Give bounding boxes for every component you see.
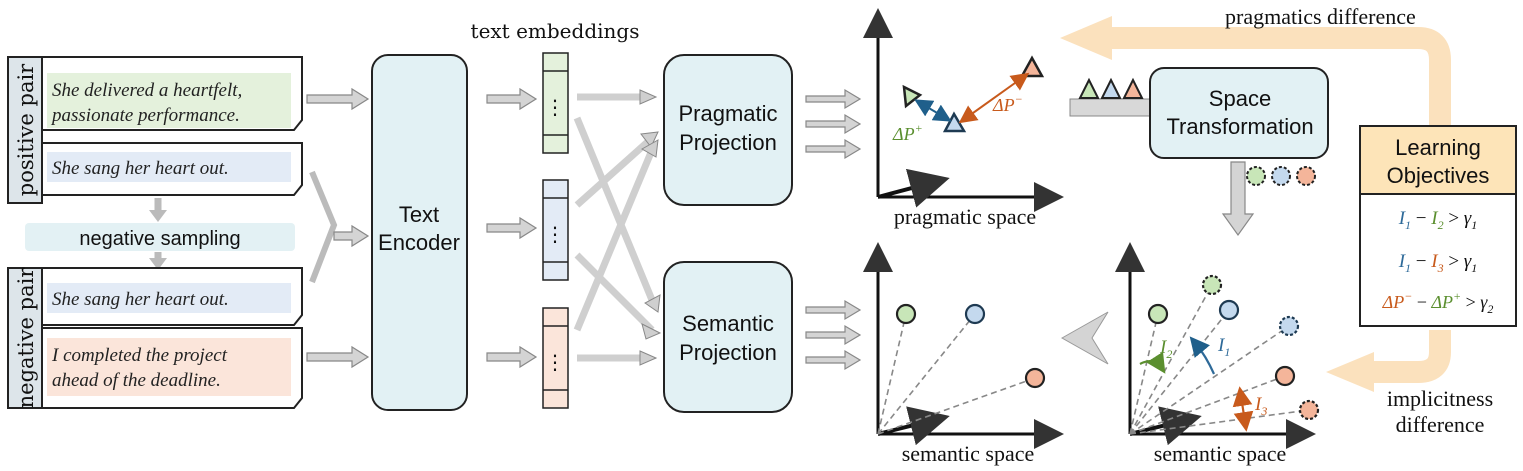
transformation-down-arrow [1221, 161, 1255, 237]
learning-objectives-panel: Learning Objectives I1 − I2 > γ1 I1 − I3… [1359, 125, 1517, 327]
embedding-orange: ⋮ [542, 307, 569, 409]
pragmatic-space-plot: ΔP+ ΔP− [863, 8, 1064, 212]
angle-arc-i2 [1139, 351, 1166, 374]
pragmatic-triangles-feed [1069, 77, 1153, 117]
text-encoder-label-2: Encoder [378, 230, 460, 255]
semantic2-point-green-shifted [1201, 274, 1223, 296]
svg-text:⋮: ⋮ [545, 97, 565, 119]
sentence-4-line-2: ahead of the deadline. [52, 370, 221, 391]
space-transformation-box [1149, 67, 1329, 159]
pragmatics-feedback-arrow [1060, 16, 1451, 150]
angle-label-i2: I2 [1159, 337, 1172, 361]
projection-output-arrows [805, 88, 862, 371]
sentence-highlight-3 [47, 283, 291, 313]
embedding-blue: ⋮ [542, 179, 569, 281]
pragmatics-difference-label: pragmatics difference [1225, 4, 1416, 29]
semantic-point-green [895, 303, 917, 325]
angle-arc-i1 [1189, 336, 1216, 375]
negative-pair-label: negative pair [14, 267, 38, 409]
positive-pair-group: positive pair She delivered a heartfelt,… [7, 56, 303, 204]
pragmatic-point-blue [942, 111, 967, 133]
semantic2-point-orange-shifted [1298, 399, 1320, 421]
sentence-1-line-2: passionate performance. [50, 105, 240, 126]
positive-pair-label: positive pair [14, 63, 38, 196]
text-encoder-label-1: Text [399, 202, 439, 227]
semantic-projection-box [663, 261, 793, 413]
negative-sampling-label: negative sampling [79, 228, 240, 250]
objective-equation-3: ΔP− − ΔP+ > γ2 [1382, 289, 1494, 316]
sentence-to-encoder-arrows [306, 87, 370, 369]
sentence-4-line-1: I completed the project [51, 345, 228, 366]
embedding-to-projection-arrows [573, 89, 662, 366]
encoder-to-embedding-arrows [486, 87, 538, 369]
pragmatic-projection-label-1: Pragmatic [678, 101, 777, 126]
semantic-point-blue [964, 303, 986, 325]
sentence-3: She sang her heart out. [52, 289, 229, 310]
angle-arc-i3 [1232, 386, 1254, 432]
sentence-highlight-2 [47, 152, 291, 182]
angle-label-i3: I3 [1254, 394, 1267, 418]
sentence-highlight-1 [47, 73, 291, 128]
learning-objectives-title-2: Objectives [1387, 163, 1490, 188]
negative-sampling-box [25, 223, 295, 251]
pragmatic-space-caption: pragmatic space [894, 204, 1036, 229]
pragmatic-projection-label-2: Projection [679, 130, 777, 155]
semantic2-point-blue [1218, 299, 1240, 321]
pragmatic-projection-box [663, 54, 793, 206]
negative-sampling-group: negative sampling [25, 198, 295, 270]
transformed-points [1246, 166, 1316, 186]
space-transformation-label-1: Space [1209, 86, 1271, 111]
embedding-green: ⋮ [542, 52, 569, 154]
svg-text:⋮: ⋮ [545, 224, 565, 246]
semantic-space-plot-1 [863, 242, 1064, 449]
negative-pair-tab [7, 267, 43, 409]
semantic-point-orange [1024, 367, 1046, 389]
implicitness-feedback-arrow [1326, 330, 1451, 392]
pragmatic-point-green [902, 84, 923, 109]
semantic-space-plot-2: I2 I1 I3 [1115, 242, 1320, 449]
learning-objectives-header [1359, 125, 1517, 195]
text-embeddings-label: text embeddings [471, 19, 640, 43]
learning-objectives-title-1: Learning [1395, 135, 1481, 160]
semantic2-point-blue-shifted [1278, 315, 1300, 337]
svg-text:⋮: ⋮ [545, 352, 565, 374]
text-encoder-box [371, 54, 468, 411]
negative-pair-group: negative pair She sang her heart out. I … [7, 267, 303, 409]
semantic-transition-arrow [1060, 311, 1109, 365]
semantic2-point-green [1147, 303, 1169, 325]
objective-equation-1: I1 − I2 > γ1 [1398, 208, 1478, 232]
semantic-projection-label-1: Semantic [682, 311, 774, 336]
objective-equation-2: I1 − I3 > γ1 [1398, 251, 1478, 275]
sentence-2: She sang her heart out. [52, 158, 229, 179]
semantic-space-caption-1: semantic space [902, 441, 1035, 466]
delta-p-minus-label: ΔP− [992, 92, 1023, 115]
angle-label-i1: I1 [1217, 335, 1230, 359]
implicitness-difference-label-2: difference [1396, 412, 1485, 437]
semantic-projection-label-2: Projection [679, 340, 777, 365]
semantic-space-caption-2: semantic space [1154, 441, 1287, 466]
pragmatic-point-orange [1019, 55, 1045, 78]
implicitness-difference-label-1: implicitness [1387, 386, 1493, 411]
space-transformation-label-2: Transformation [1166, 114, 1313, 139]
merge-arrow [309, 170, 370, 284]
sentence-1-line-1: She delivered a heartfelt, [52, 80, 242, 101]
delta-p-plus-label: ΔP+ [892, 121, 923, 144]
semantic2-point-orange [1274, 365, 1296, 387]
sentence-highlight-4 [47, 338, 291, 396]
